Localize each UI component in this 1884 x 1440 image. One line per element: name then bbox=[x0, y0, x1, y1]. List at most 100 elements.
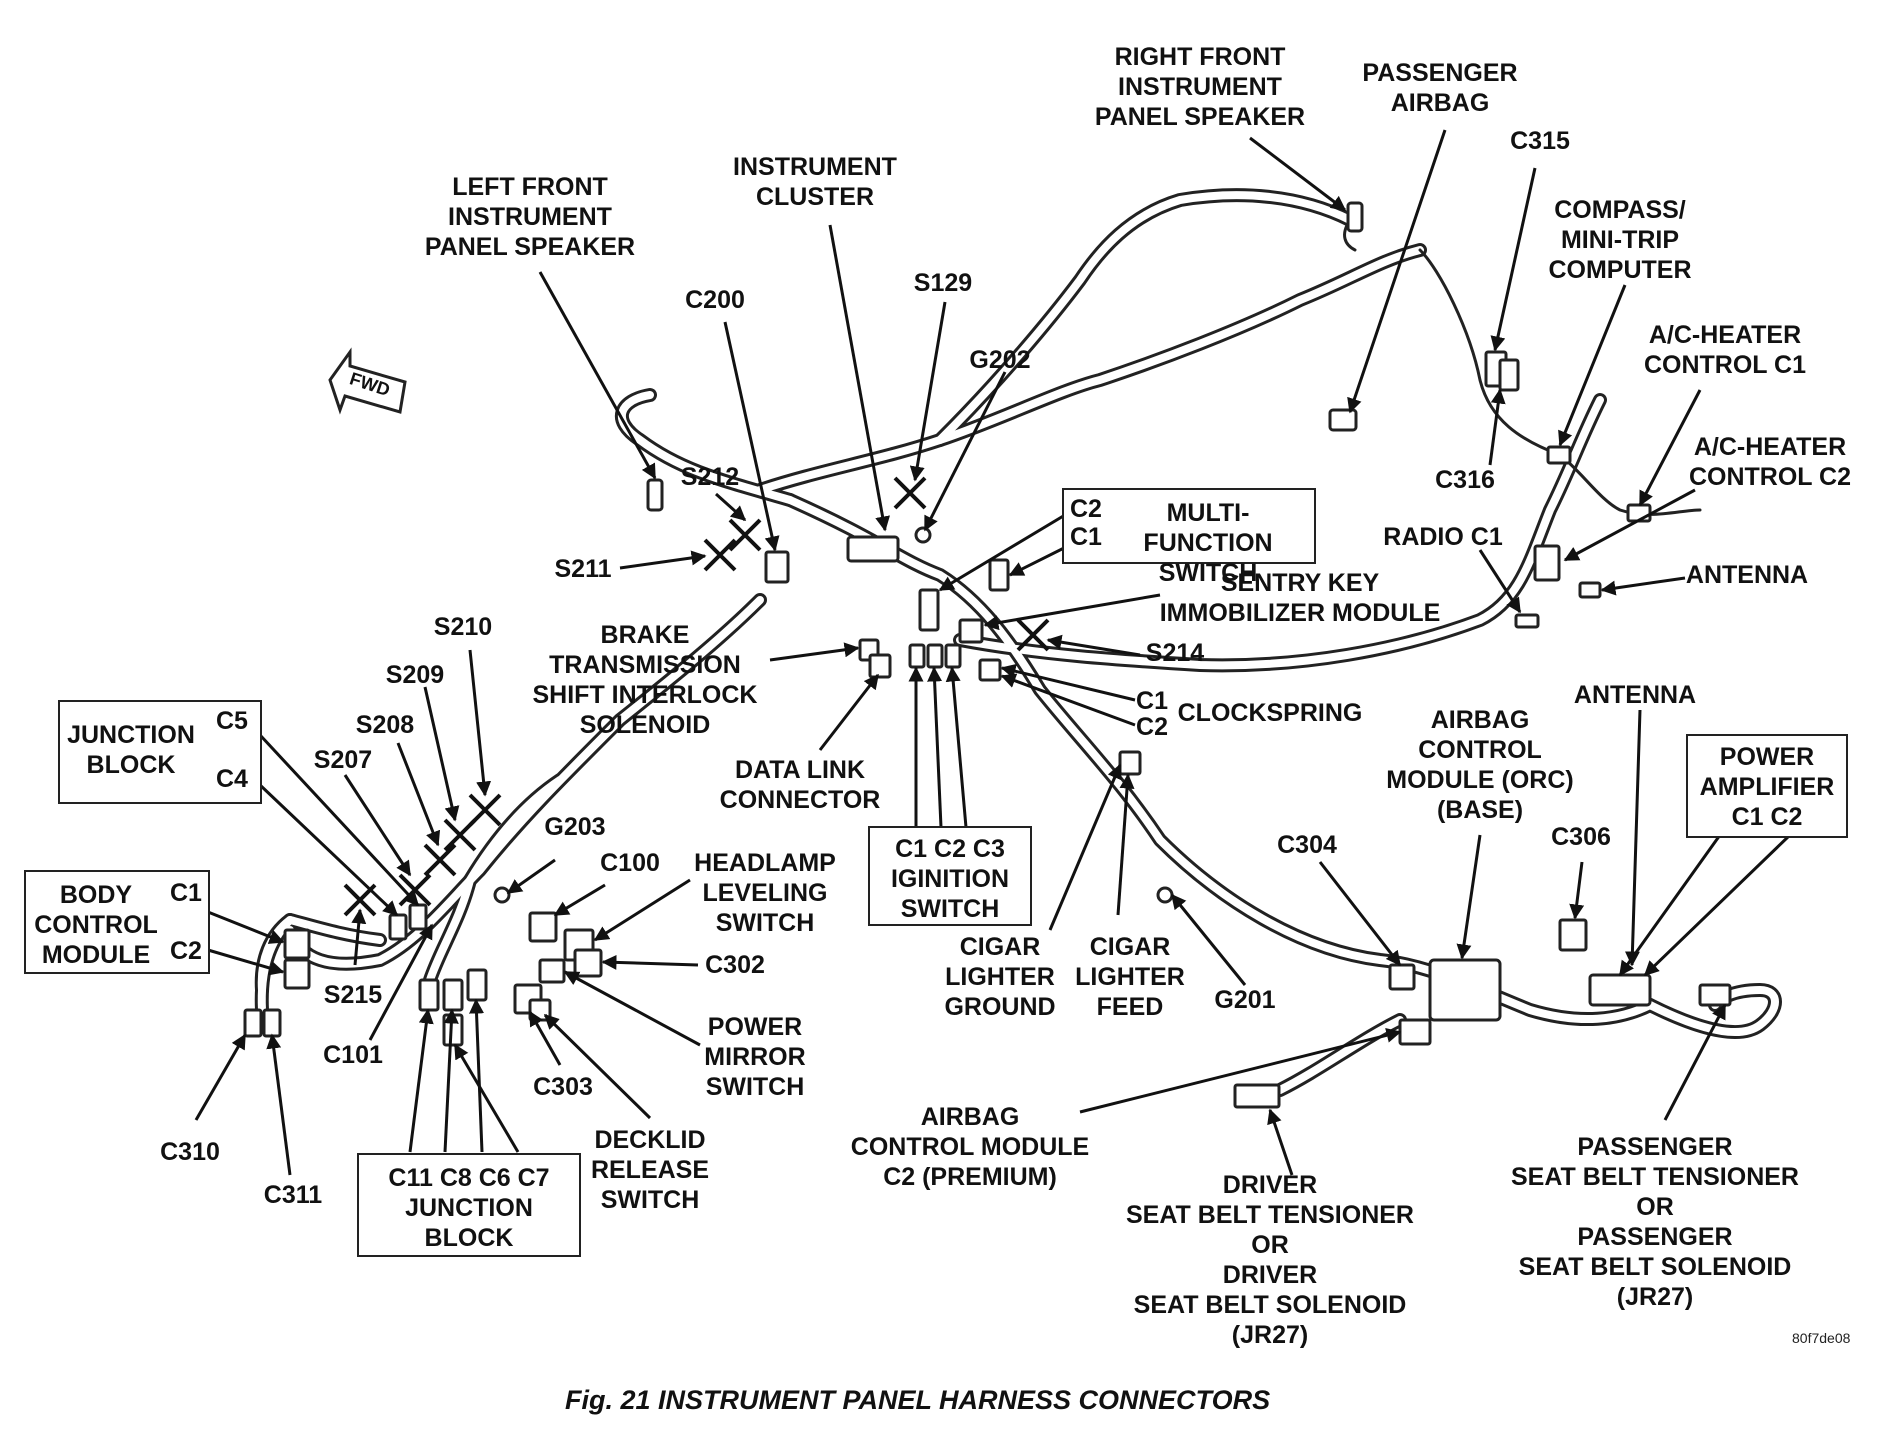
harness-upper-branch bbox=[753, 243, 1427, 497]
connector-c200 bbox=[764, 550, 790, 584]
label-compass: COMPASS/ MINI-TRIP COMPUTER bbox=[1548, 196, 1692, 284]
leader-s211 bbox=[619, 550, 707, 570]
leader-multi-function-c1 bbox=[1008, 543, 1071, 577]
leader-passenger-airbag bbox=[1347, 129, 1447, 414]
harness-wiring bbox=[254, 188, 1782, 1097]
leader-c306 bbox=[1569, 861, 1585, 920]
leader-c100 bbox=[553, 883, 606, 917]
splice-markers bbox=[343, 476, 1050, 917]
label-s215: S215 bbox=[323, 981, 383, 1009]
label-g201: G201 bbox=[1214, 986, 1276, 1014]
connector-g201 bbox=[1156, 886, 1174, 904]
connectors bbox=[243, 201, 1732, 1109]
connector-ignition-c3 bbox=[944, 643, 962, 669]
label-c306: C306 bbox=[1551, 823, 1611, 851]
label-s214: S214 bbox=[1145, 639, 1205, 667]
label-left-front-speaker: LEFT FRONT INSTRUMENT PANEL SPEAKER bbox=[424, 173, 636, 261]
body-control-c2: C2 bbox=[170, 937, 202, 965]
leader-multi-function-c2 bbox=[938, 510, 1071, 592]
connector-bcm-c2 bbox=[283, 958, 311, 990]
connector-g202 bbox=[914, 526, 932, 544]
label-s129: S129 bbox=[913, 269, 973, 297]
connector-jb-c8 bbox=[442, 978, 464, 1012]
label-decklid: DECKLID RELEASE SWITCH bbox=[590, 1126, 710, 1214]
connector-g203 bbox=[493, 886, 511, 904]
connector-c316 bbox=[1498, 358, 1520, 392]
label-s207: S207 bbox=[313, 746, 373, 774]
leader-clockspring-c1 bbox=[1000, 663, 1136, 702]
label-ac-c2: A/C-HEATER CONTROL C2 bbox=[1688, 433, 1852, 491]
ignition-connectors: C1 C2 C3 bbox=[895, 835, 1005, 863]
connector-junction-c5 bbox=[408, 903, 428, 931]
junction-block-top-name: JUNCTION BLOCK bbox=[67, 721, 195, 779]
label-s212: S212 bbox=[680, 463, 740, 491]
leader-antenna-right bbox=[1600, 576, 1686, 596]
leader-s215 bbox=[351, 908, 367, 966]
box-junction-block-top: JUNCTION BLOCK C5 C4 bbox=[58, 700, 262, 804]
connector-compass bbox=[1546, 445, 1572, 465]
connector-sentry-key bbox=[958, 618, 984, 644]
connector-c306 bbox=[1558, 918, 1588, 952]
label-c310: C310 bbox=[160, 1138, 220, 1166]
figure-caption: Fig. 21 INSTRUMENT PANEL HARNESS CONNECT… bbox=[565, 1385, 1271, 1415]
leader-ac-c2 bbox=[1563, 488, 1696, 562]
label-c304: C304 bbox=[1277, 831, 1337, 859]
leader-power-amp-c1 bbox=[1618, 834, 1722, 977]
leader-antenna-mid bbox=[1624, 709, 1642, 967]
forward-direction-arrow: FWD bbox=[328, 347, 407, 415]
label-driver-belt: DRIVER SEAT BELT TENSIONER OR DRIVER SEA… bbox=[1126, 1171, 1414, 1349]
label-c303: C303 bbox=[533, 1073, 593, 1101]
label-g202: G202 bbox=[969, 346, 1031, 374]
multi-function-c1: C1 bbox=[1070, 523, 1102, 551]
leader-brake-trans bbox=[769, 642, 860, 662]
label-c101: C101 bbox=[323, 1041, 383, 1069]
connector-c302 bbox=[573, 948, 603, 978]
leader-passenger-belt bbox=[1663, 1003, 1727, 1121]
connector-junction-c4 bbox=[388, 913, 408, 941]
leader-s214 bbox=[1046, 634, 1141, 657]
label-clockspring-c1: C1 bbox=[1136, 687, 1168, 715]
connector-power-amp bbox=[1588, 973, 1652, 1007]
leader-junction-c4 bbox=[258, 783, 399, 917]
leader-cigar-feed bbox=[1116, 773, 1135, 916]
leader-jb-c11 bbox=[408, 1008, 434, 1153]
leader-c311 bbox=[266, 1033, 292, 1176]
leader-headlamp bbox=[593, 878, 691, 942]
body-control-c1: C1 bbox=[170, 879, 202, 907]
junction-block-bottom-connectors: C11 C8 C6 C7 bbox=[388, 1164, 550, 1192]
label-g203: G203 bbox=[544, 813, 606, 841]
label-s209: S209 bbox=[385, 661, 445, 689]
leader-jb-c6 bbox=[469, 998, 485, 1153]
leader-s210 bbox=[468, 649, 492, 797]
label-clockspring: CLOCKSPRING bbox=[1177, 699, 1363, 727]
leader-lines bbox=[194, 129, 1792, 1176]
label-headlamp: HEADLAMP LEVELING SWITCH bbox=[694, 849, 836, 937]
connector-left-speaker bbox=[646, 478, 664, 512]
splice-s212 bbox=[728, 518, 762, 552]
box-junction-block-bottom: C11 C8 C6 C7 JUNCTION BLOCK bbox=[357, 1153, 581, 1257]
label-cigar-feed: CIGAR LIGHTER FEED bbox=[1075, 933, 1185, 1021]
leader-c200 bbox=[723, 321, 780, 552]
leader-c302 bbox=[601, 954, 699, 970]
box-power-amplifier: POWER AMPLIFIER C1 C2 bbox=[1686, 734, 1848, 838]
label-cigar-ground: CIGAR LIGHTER GROUND bbox=[944, 933, 1056, 1021]
leader-airbag-orc bbox=[1456, 834, 1482, 960]
connector-clockspring bbox=[978, 658, 1002, 682]
connector-multi-function-c1 bbox=[988, 558, 1010, 592]
leader-compass bbox=[1558, 284, 1627, 447]
harness-thin-wire-3 bbox=[1558, 453, 1702, 516]
leader-c310 bbox=[194, 1033, 247, 1121]
label-c315: C315 bbox=[1510, 127, 1570, 155]
label-power-mirror: POWER MIRROR SWITCH bbox=[704, 1013, 806, 1101]
harness-thin-wire-2 bbox=[1418, 248, 1562, 457]
leader-right-front-speaker bbox=[1249, 136, 1347, 212]
connector-radio-c1 bbox=[1514, 613, 1540, 629]
leader-bcm-c2 bbox=[207, 948, 285, 976]
leader-g203 bbox=[506, 858, 556, 895]
multi-function-c2: C2 bbox=[1070, 495, 1102, 523]
connector-driver-belt bbox=[1233, 1083, 1281, 1109]
leader-data-link bbox=[818, 673, 880, 751]
leader-power-amp-c2 bbox=[1643, 833, 1792, 977]
connector-airbag-c2 bbox=[1398, 1018, 1432, 1046]
